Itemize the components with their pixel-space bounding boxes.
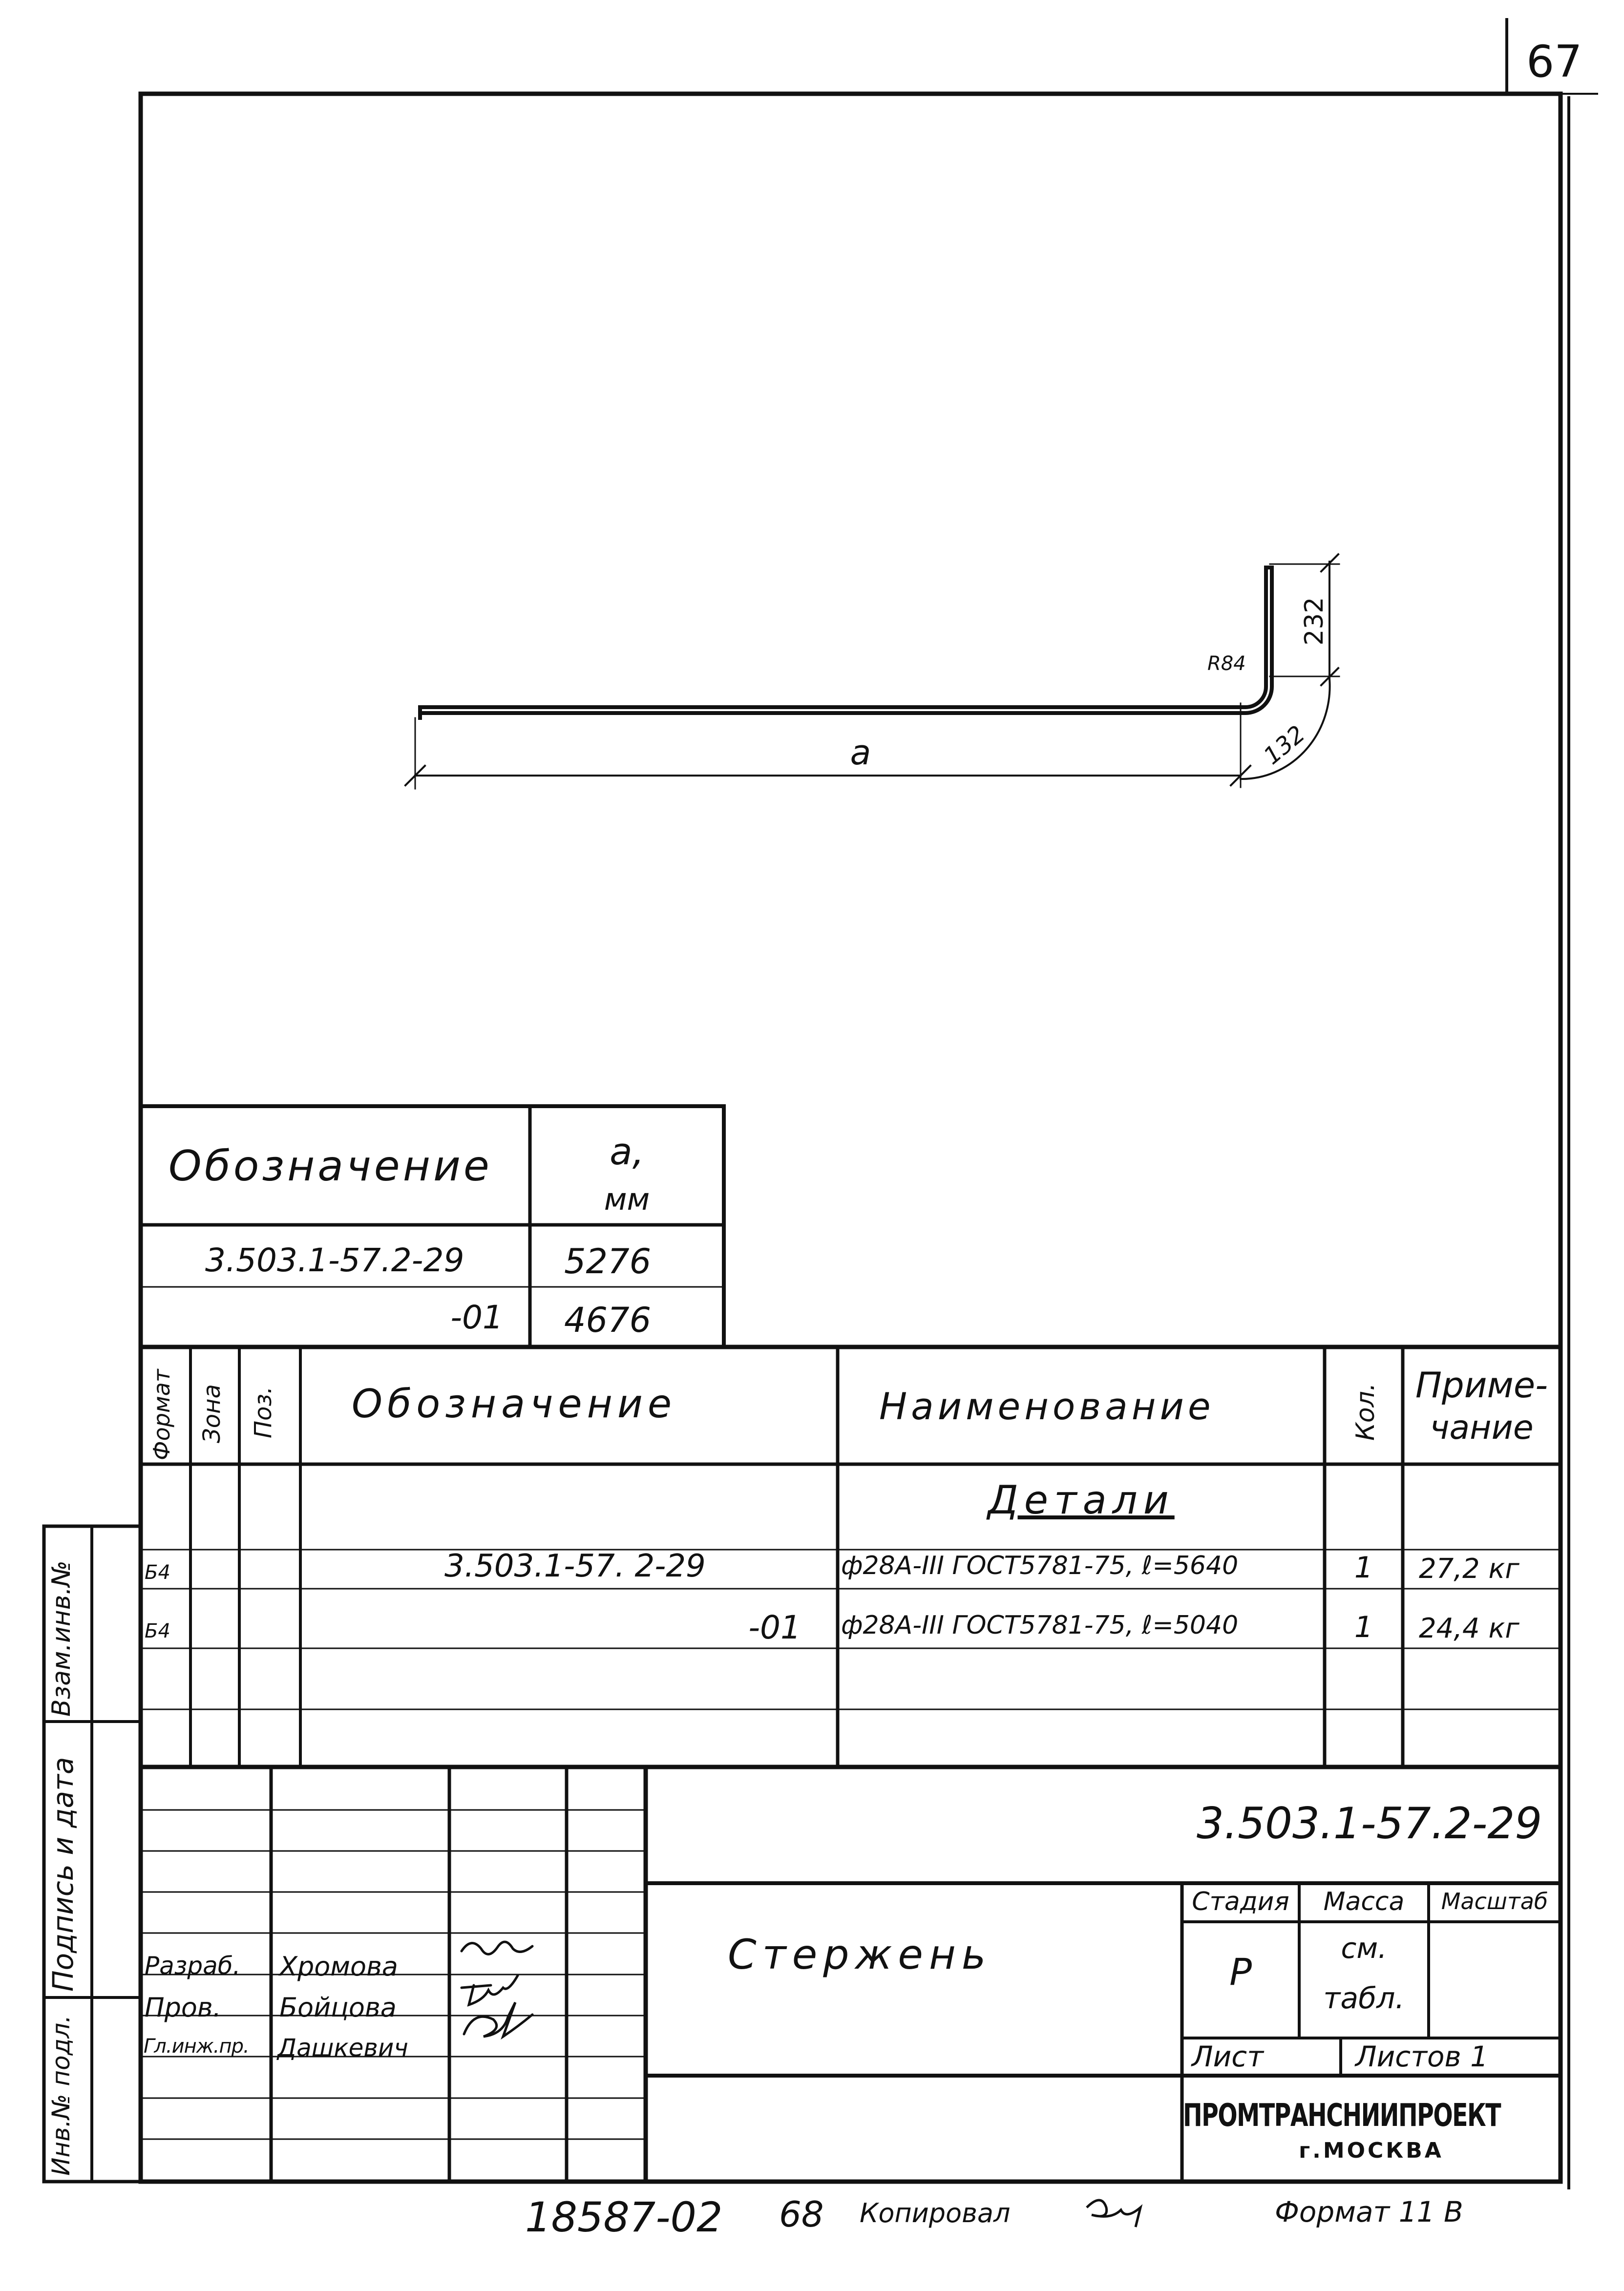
length-table-row-0-designation: 3.503.1-57.2-29	[205, 1241, 464, 1279]
spec-header-name: Наименование	[879, 1385, 1215, 1428]
title-block-role-2: Гл.инж.пр.	[144, 2035, 250, 2058]
spec-row-0-format: Б4	[145, 1561, 170, 1584]
title-block-name-2: Дашкевич	[277, 2034, 408, 2062]
spec-row-0-note: 27,2 кг	[1419, 1553, 1519, 1585]
title-block-name-1: Бойцова	[279, 1992, 397, 2023]
length-table-row-1-designation: -01	[450, 1299, 503, 1336]
dim-a-label: a	[850, 733, 871, 773]
spec-header-note-line2: чание	[1430, 1408, 1534, 1447]
copier-signature	[1086, 2199, 1143, 2228]
spec-row-0-designation: 3.503.1-57. 2-29	[444, 1548, 706, 1584]
title-block-role-0: Разраб.	[145, 1952, 241, 1980]
dim-radius-label: R84	[1207, 652, 1246, 675]
length-table-header-a: a,	[610, 1130, 644, 1173]
title-block-mass-label: Масса	[1323, 1887, 1405, 1916]
spec-row-1-qty: 1	[1354, 1610, 1373, 1644]
spec-row-1-designation: -01	[748, 1609, 801, 1646]
dimension-arc-132	[1239, 677, 1331, 780]
sheet-frame	[138, 91, 1563, 2184]
dim-arc-label: 132	[1259, 720, 1310, 770]
title-block-role-1: Пров.	[145, 1992, 221, 2023]
length-table-row-0-a: 5276	[564, 1241, 652, 1282]
length-table-header-a-unit: мм	[604, 1181, 650, 1217]
title-block-scale-label: Масштаб	[1441, 1888, 1548, 1914]
dim-vertical-label: 232	[1300, 597, 1329, 645]
spec-header-zone: Зона	[198, 1384, 226, 1443]
signatures	[460, 1940, 534, 2040]
title-block-stage-label: Стадия	[1192, 1887, 1289, 1916]
footer-copied: Копировал	[860, 2198, 1011, 2228]
title-block-city: г.МОСКВА	[1299, 2138, 1444, 2163]
strip-inv-label: Инв.№ подл.	[47, 2015, 75, 2176]
spec-row-0-name: ф28А-III ГОСТ5781-75, ℓ=5640	[841, 1551, 1239, 1580]
title-block-doc-number: 3.503.1-57.2-29	[1197, 1798, 1542, 1849]
spec-header-format: Формат	[148, 1369, 175, 1460]
footer-format: Формат 11 В	[1275, 2195, 1463, 2228]
length-table-header-designation: Обозначение	[169, 1142, 492, 1191]
length-table-row-1-a: 4676	[564, 1300, 652, 1340]
title-block-organization: ПРОМТРАНСНИИПРОЕКТ	[1183, 2098, 1501, 2134]
spec-header-pos: Поз.	[250, 1386, 277, 1438]
title-block-sheet-label: Лист	[1192, 2040, 1264, 2073]
spec-row-0-qty: 1	[1354, 1551, 1373, 1585]
spec-header-qty: Кол.	[1351, 1383, 1380, 1441]
title-block-sheets-label: Листов 1	[1355, 2040, 1488, 2073]
footer-stamp-number: 18587-02	[525, 2193, 723, 2241]
spec-row-1-name: ф28А-III ГОСТ5781-75, ℓ=5040	[841, 1611, 1239, 1640]
title-block-mass-value-2: табл.	[1323, 1981, 1405, 2016]
spec-header-designation: Обозначение	[352, 1381, 677, 1427]
spec-row-1-note: 24,4 кг	[1419, 1613, 1519, 1644]
page-number: 67	[1526, 36, 1582, 87]
title-block-stage-value: Р	[1229, 1950, 1252, 1994]
spec-section-details: Детали	[988, 1477, 1175, 1523]
spec-header-note-line1: Приме-	[1415, 1365, 1548, 1406]
title-block-mass-value-1: см.	[1341, 1932, 1387, 1965]
strip-vzam-label: Взам.инв.№	[47, 1560, 76, 1717]
strip-podpis-label: Подпись и дата	[46, 1757, 80, 1992]
title-block-name-0: Хромова	[279, 1951, 398, 1982]
title-block-title: Стержень	[728, 1931, 992, 1978]
spec-row-1-format: Б4	[145, 1620, 170, 1642]
footer-sheet-no: 68	[779, 2194, 824, 2235]
rod-outline	[418, 566, 1274, 720]
